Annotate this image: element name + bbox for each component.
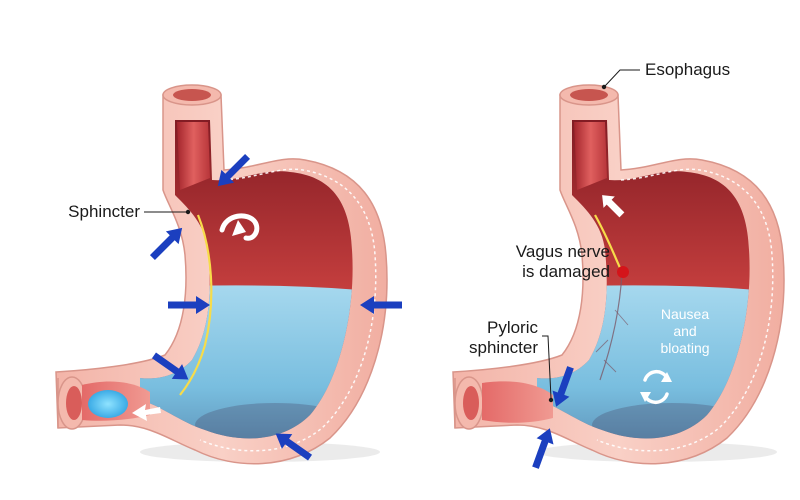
arrow-icon bbox=[149, 227, 183, 261]
inner-line1: Nausea bbox=[660, 306, 710, 322]
arrow-icon bbox=[151, 352, 189, 380]
recycle-arrows-icon bbox=[640, 369, 672, 405]
pressure-arrows-left bbox=[149, 153, 402, 461]
inner-line3: bloating bbox=[660, 340, 710, 356]
vagus-nerve-label: Vagus nerve is damaged bbox=[440, 242, 610, 282]
food-bolus bbox=[88, 390, 128, 418]
stomach-right bbox=[452, 84, 785, 465]
arrow-icon bbox=[168, 296, 210, 314]
pyloric-label-line2: sphincter bbox=[469, 338, 538, 357]
pyloric-sphincter-label: Pyloric sphincter bbox=[430, 318, 538, 358]
inner-line2: and bbox=[673, 323, 697, 339]
reflux-arrow-icon bbox=[602, 195, 625, 218]
arrow-icon bbox=[275, 433, 313, 461]
arrow-icon bbox=[360, 296, 402, 314]
stomach-left bbox=[55, 84, 388, 465]
arrow-icon bbox=[532, 428, 554, 469]
nausea-bloating-text: Nausea and bloating bbox=[640, 306, 730, 357]
pyloric-label-line1: Pyloric bbox=[486, 318, 538, 337]
arrow-icon bbox=[217, 153, 251, 187]
arrow-icon bbox=[552, 366, 574, 407]
sphincter-label: Sphincter bbox=[68, 202, 140, 221]
reflux-swirl-icon bbox=[219, 213, 260, 241]
damage-marker bbox=[617, 266, 629, 278]
esophagus-label: Esophagus bbox=[645, 60, 731, 79]
pressure-arrows-right bbox=[532, 366, 574, 469]
vagus-label-line1: Vagus nerve bbox=[515, 242, 610, 261]
vagus-label-line2: is damaged bbox=[522, 262, 610, 281]
